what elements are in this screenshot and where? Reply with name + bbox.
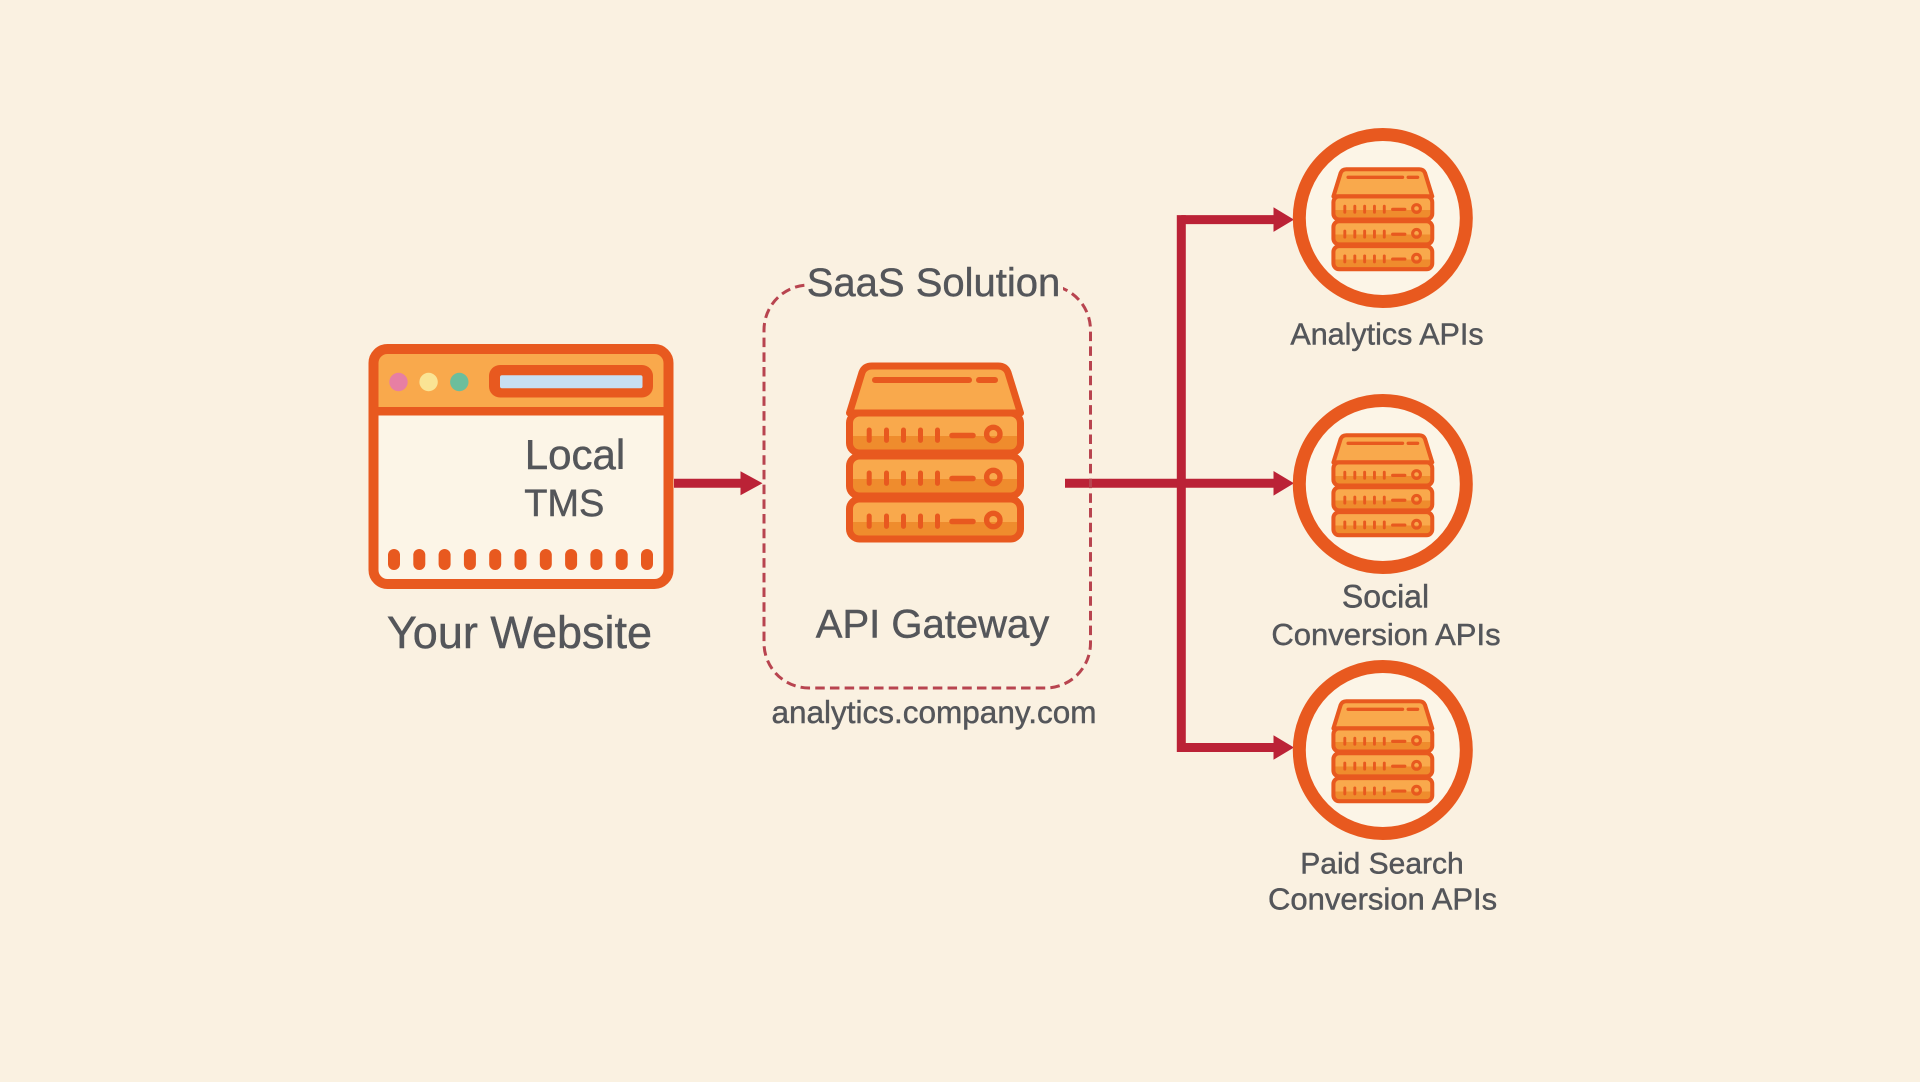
svg-text:analytics.company.com: analytics.company.com [771,694,1096,730]
svg-text:SaaS Solution: SaaS Solution [807,261,1061,305]
svg-text:Paid Search: Paid Search [1300,848,1463,881]
svg-text:TMS: TMS [524,483,604,525]
svg-text:Your Website: Your Website [387,607,652,658]
svg-text:Conversion APIs: Conversion APIs [1268,882,1497,917]
svg-text:Social: Social [1342,579,1429,615]
svg-text:Local: Local [525,431,625,478]
svg-text:Analytics APIs: Analytics APIs [1290,318,1483,352]
svg-text:Conversion APIs: Conversion APIs [1271,617,1500,652]
svg-text:API Gateway: API Gateway [816,603,1049,647]
